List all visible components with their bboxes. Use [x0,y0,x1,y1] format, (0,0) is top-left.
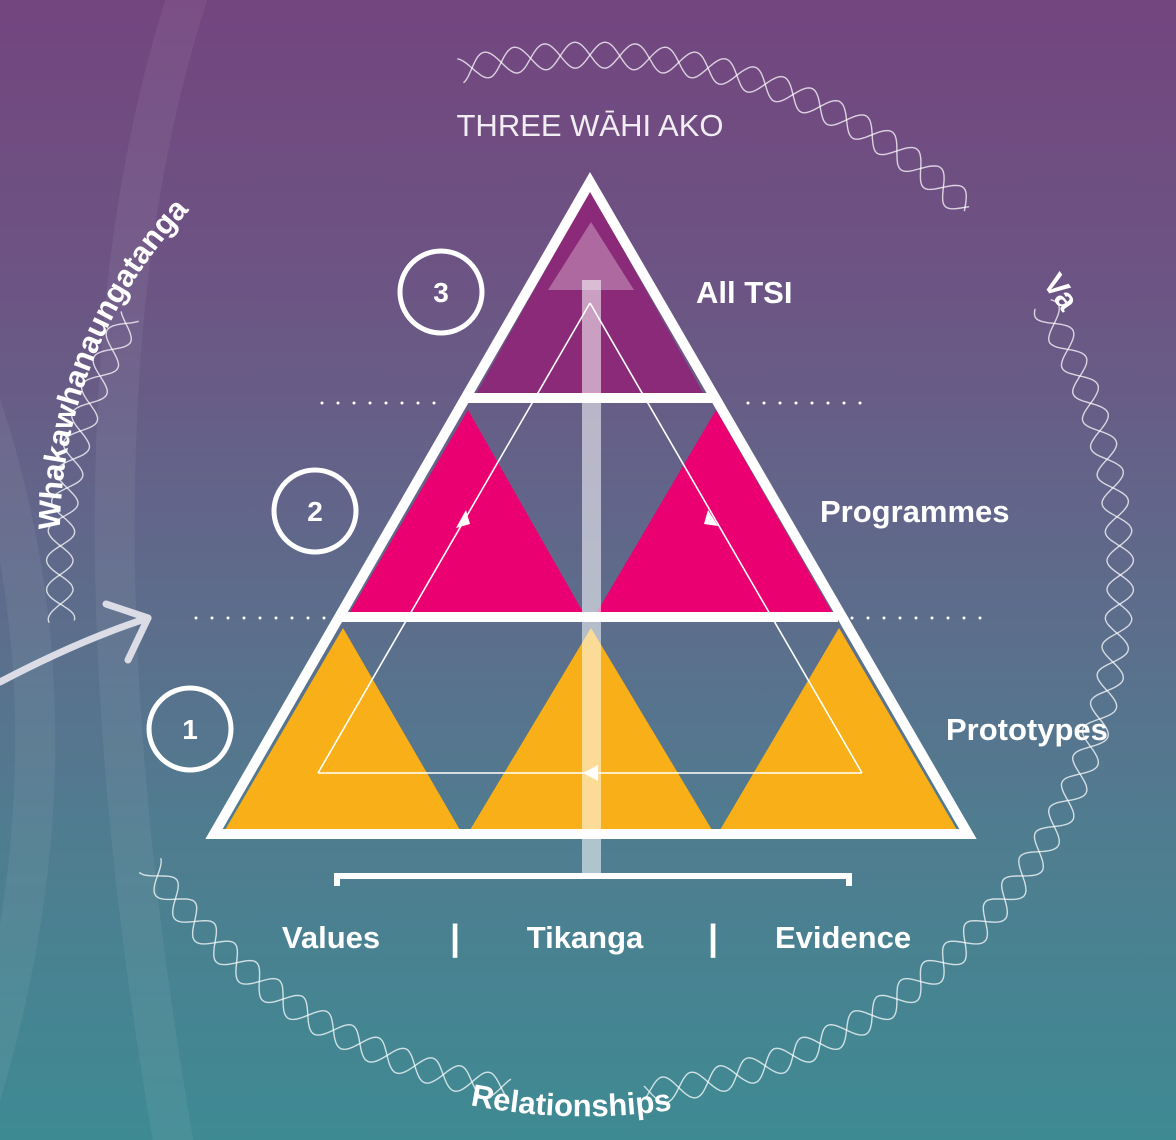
ring-label-right: Va [1036,267,1086,317]
ring-strand-a [45,41,1135,1100]
foundation-evidence: Evidence [775,920,911,955]
level-1-triangle-left [225,628,460,830]
level-2-triangle-left [350,410,583,612]
foundation-separator-1: | [450,917,460,959]
relationship-ring [45,41,1135,1104]
level-3-number: 3 [433,277,449,308]
level-2-label: Programmes [820,494,1010,529]
foundation-values: Values [282,920,380,955]
level-badge-1: 1 [146,685,234,773]
level-3-label: All TSI [696,275,792,310]
level-1-label: Prototypes [946,712,1108,747]
growth-arrow [548,222,634,875]
pyramid-outline [205,172,977,839]
ring-label-bottom-text: Relationships [469,1078,673,1124]
ring-label-bottom: Relationships [469,1078,673,1124]
ring-strand-b [45,41,1135,1104]
level-2-number: 2 [307,496,323,527]
level-1-number: 1 [182,714,198,745]
cycle-arrowhead-left [456,510,470,528]
cycle-arrowhead-right [704,510,718,526]
level-1-triangle-right [720,628,957,830]
level-2-triangle-right [597,410,832,612]
level-separators [194,401,992,620]
diagram-title: THREE WĀHI AKO [457,108,724,143]
foundation-bracket [334,873,852,886]
foundation-separator-2: | [708,917,718,959]
foundation-tikanga: Tikanga [527,920,644,955]
pyramid-border [205,172,977,839]
entry-arrow [0,600,152,686]
level-badge-3: 3 [397,248,485,336]
background-swirls [0,0,208,1140]
level-badge-2: 2 [271,467,359,555]
